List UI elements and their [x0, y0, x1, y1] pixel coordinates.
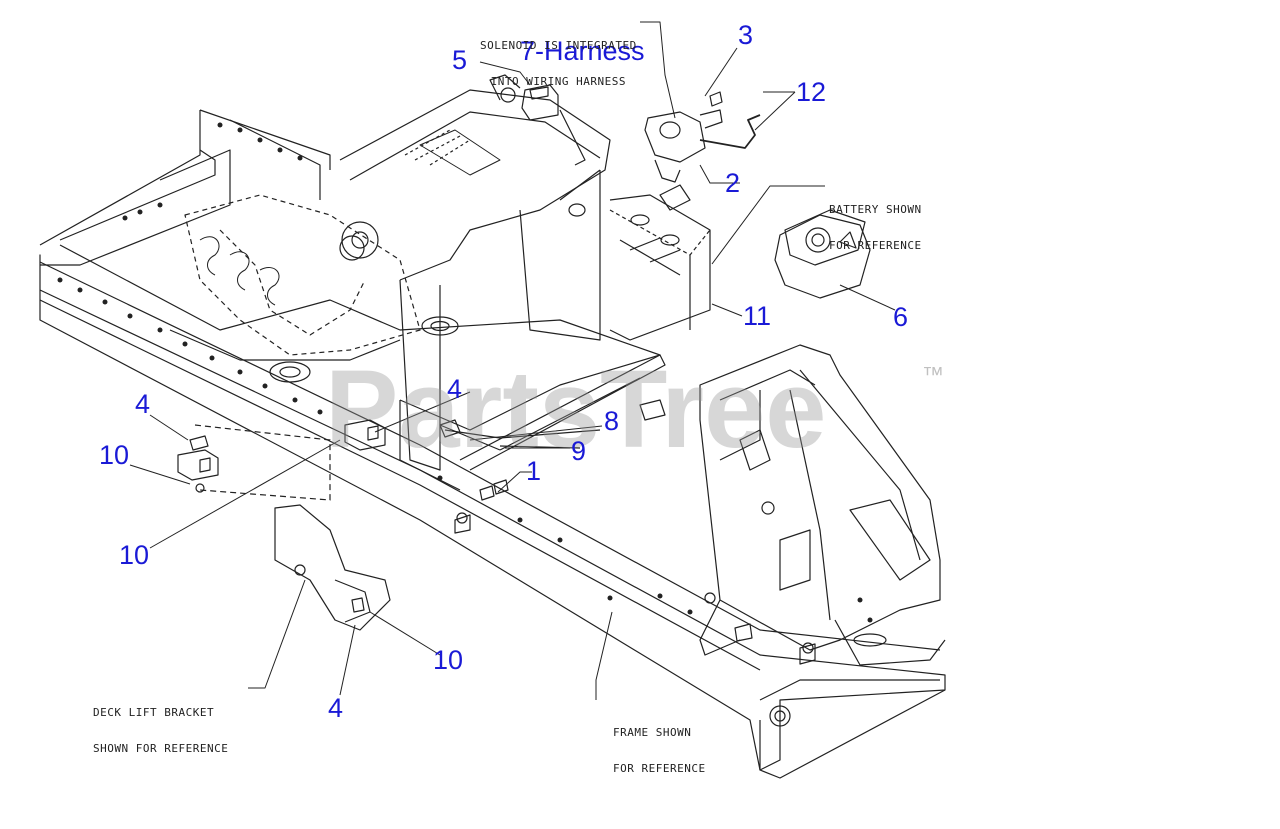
bracket-fasteners — [454, 399, 816, 665]
note-solenoid-line1: SOLENOID IS INTEGRATED — [480, 39, 637, 52]
ignition-switch — [774, 209, 871, 299]
note-deck-lift: DECK LIFT BRACKET SHOWN FOR REFERENCE — [93, 683, 228, 779]
callout-4-left: 4 — [135, 389, 151, 419]
frame-rail — [39, 109, 946, 779]
steering-plate-slots — [199, 221, 379, 306]
mounting-bolts — [439, 419, 601, 501]
callout-7-harness: 7-Harness — [520, 36, 645, 66]
note-frame-line2: FOR REFERENCE — [613, 762, 706, 775]
callout-12: 12 — [796, 77, 827, 107]
watermark: PartsTree — [325, 348, 827, 471]
note-battery: BATTERY SHOWN FOR REFERENCE — [829, 180, 922, 276]
solenoid — [644, 91, 761, 211]
note-deck-line2: SHOWN FOR REFERENCE — [93, 742, 229, 755]
battery — [609, 194, 711, 341]
note-solenoid-line2: INTO WIRING HARNESS — [490, 75, 627, 88]
front-cross-plate — [59, 244, 666, 491]
callout-10-lower: 10 — [119, 540, 150, 570]
seat-switch-left — [177, 435, 219, 493]
note-deck-line1: DECK LIFT BRACKET — [93, 706, 215, 719]
callout-2: 2 — [725, 168, 741, 198]
callout-11: 11 — [743, 301, 772, 331]
leader-lines — [129, 21, 896, 700]
note-battery-line1: BATTERY SHOWN — [829, 203, 922, 216]
callout-1: 1 — [526, 456, 542, 486]
callout-9: 9 — [571, 436, 587, 466]
rear-mount-bracket — [699, 344, 946, 666]
callout-10-bracket: 10 — [433, 645, 464, 675]
callout-5: 5 — [452, 45, 468, 75]
frame-holes — [57, 122, 873, 623]
deck-lift-bracket — [274, 504, 391, 631]
callout-6: 6 — [893, 302, 909, 332]
seat-switch-center — [344, 419, 386, 451]
callout-3: 3 — [738, 20, 754, 50]
callout-10-left: 10 — [99, 440, 130, 470]
watermark-trademark: ™ — [922, 362, 944, 387]
note-battery-line2: FOR REFERENCE — [829, 239, 922, 252]
note-frame-line1: FRAME SHOWN — [613, 726, 692, 739]
seat-switch-dashed-outline — [194, 424, 331, 501]
callout-4-bracket: 4 — [328, 693, 344, 723]
steering-plate — [184, 194, 421, 356]
callout-4-center: 4 — [447, 374, 463, 404]
callout-8: 8 — [604, 406, 620, 436]
note-solenoid: SOLENOID IS INTEGRATED INTO WIRING HARNE… — [480, 16, 637, 112]
park-switch — [521, 84, 559, 121]
note-frame: FRAME SHOWN FOR REFERENCE — [613, 703, 706, 799]
upper-housing — [339, 74, 611, 471]
